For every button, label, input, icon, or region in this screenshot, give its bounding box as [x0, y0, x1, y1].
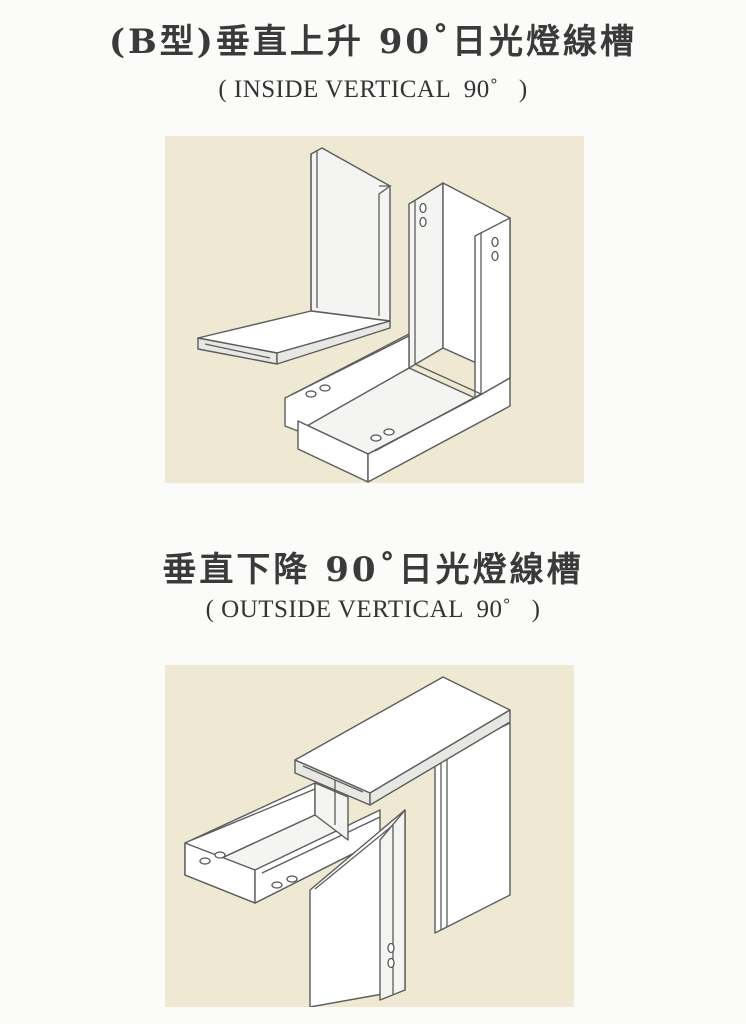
outside-vertical-drawing: [184, 676, 511, 1007]
inside-vertical-drawing: [197, 147, 511, 483]
outside-vertical-illustration: [165, 665, 574, 1007]
outside-vertical-subtitle: ( OUTSIDE VERTICAL 90˚ ): [205, 596, 541, 623]
inside-vertical-title: (B型)垂直上升 90˚日光燈線槽: [108, 22, 638, 62]
cover-vertical-panel: [310, 147, 391, 322]
outside-vertical-title: 垂直下降 90˚日光燈線槽: [162, 550, 584, 590]
inside-vertical-subtitle: ( INSIDE VERTICAL 90˚ ): [218, 76, 528, 103]
trough-left-side: [284, 335, 410, 432]
inside-vertical-illustration: [165, 136, 584, 483]
